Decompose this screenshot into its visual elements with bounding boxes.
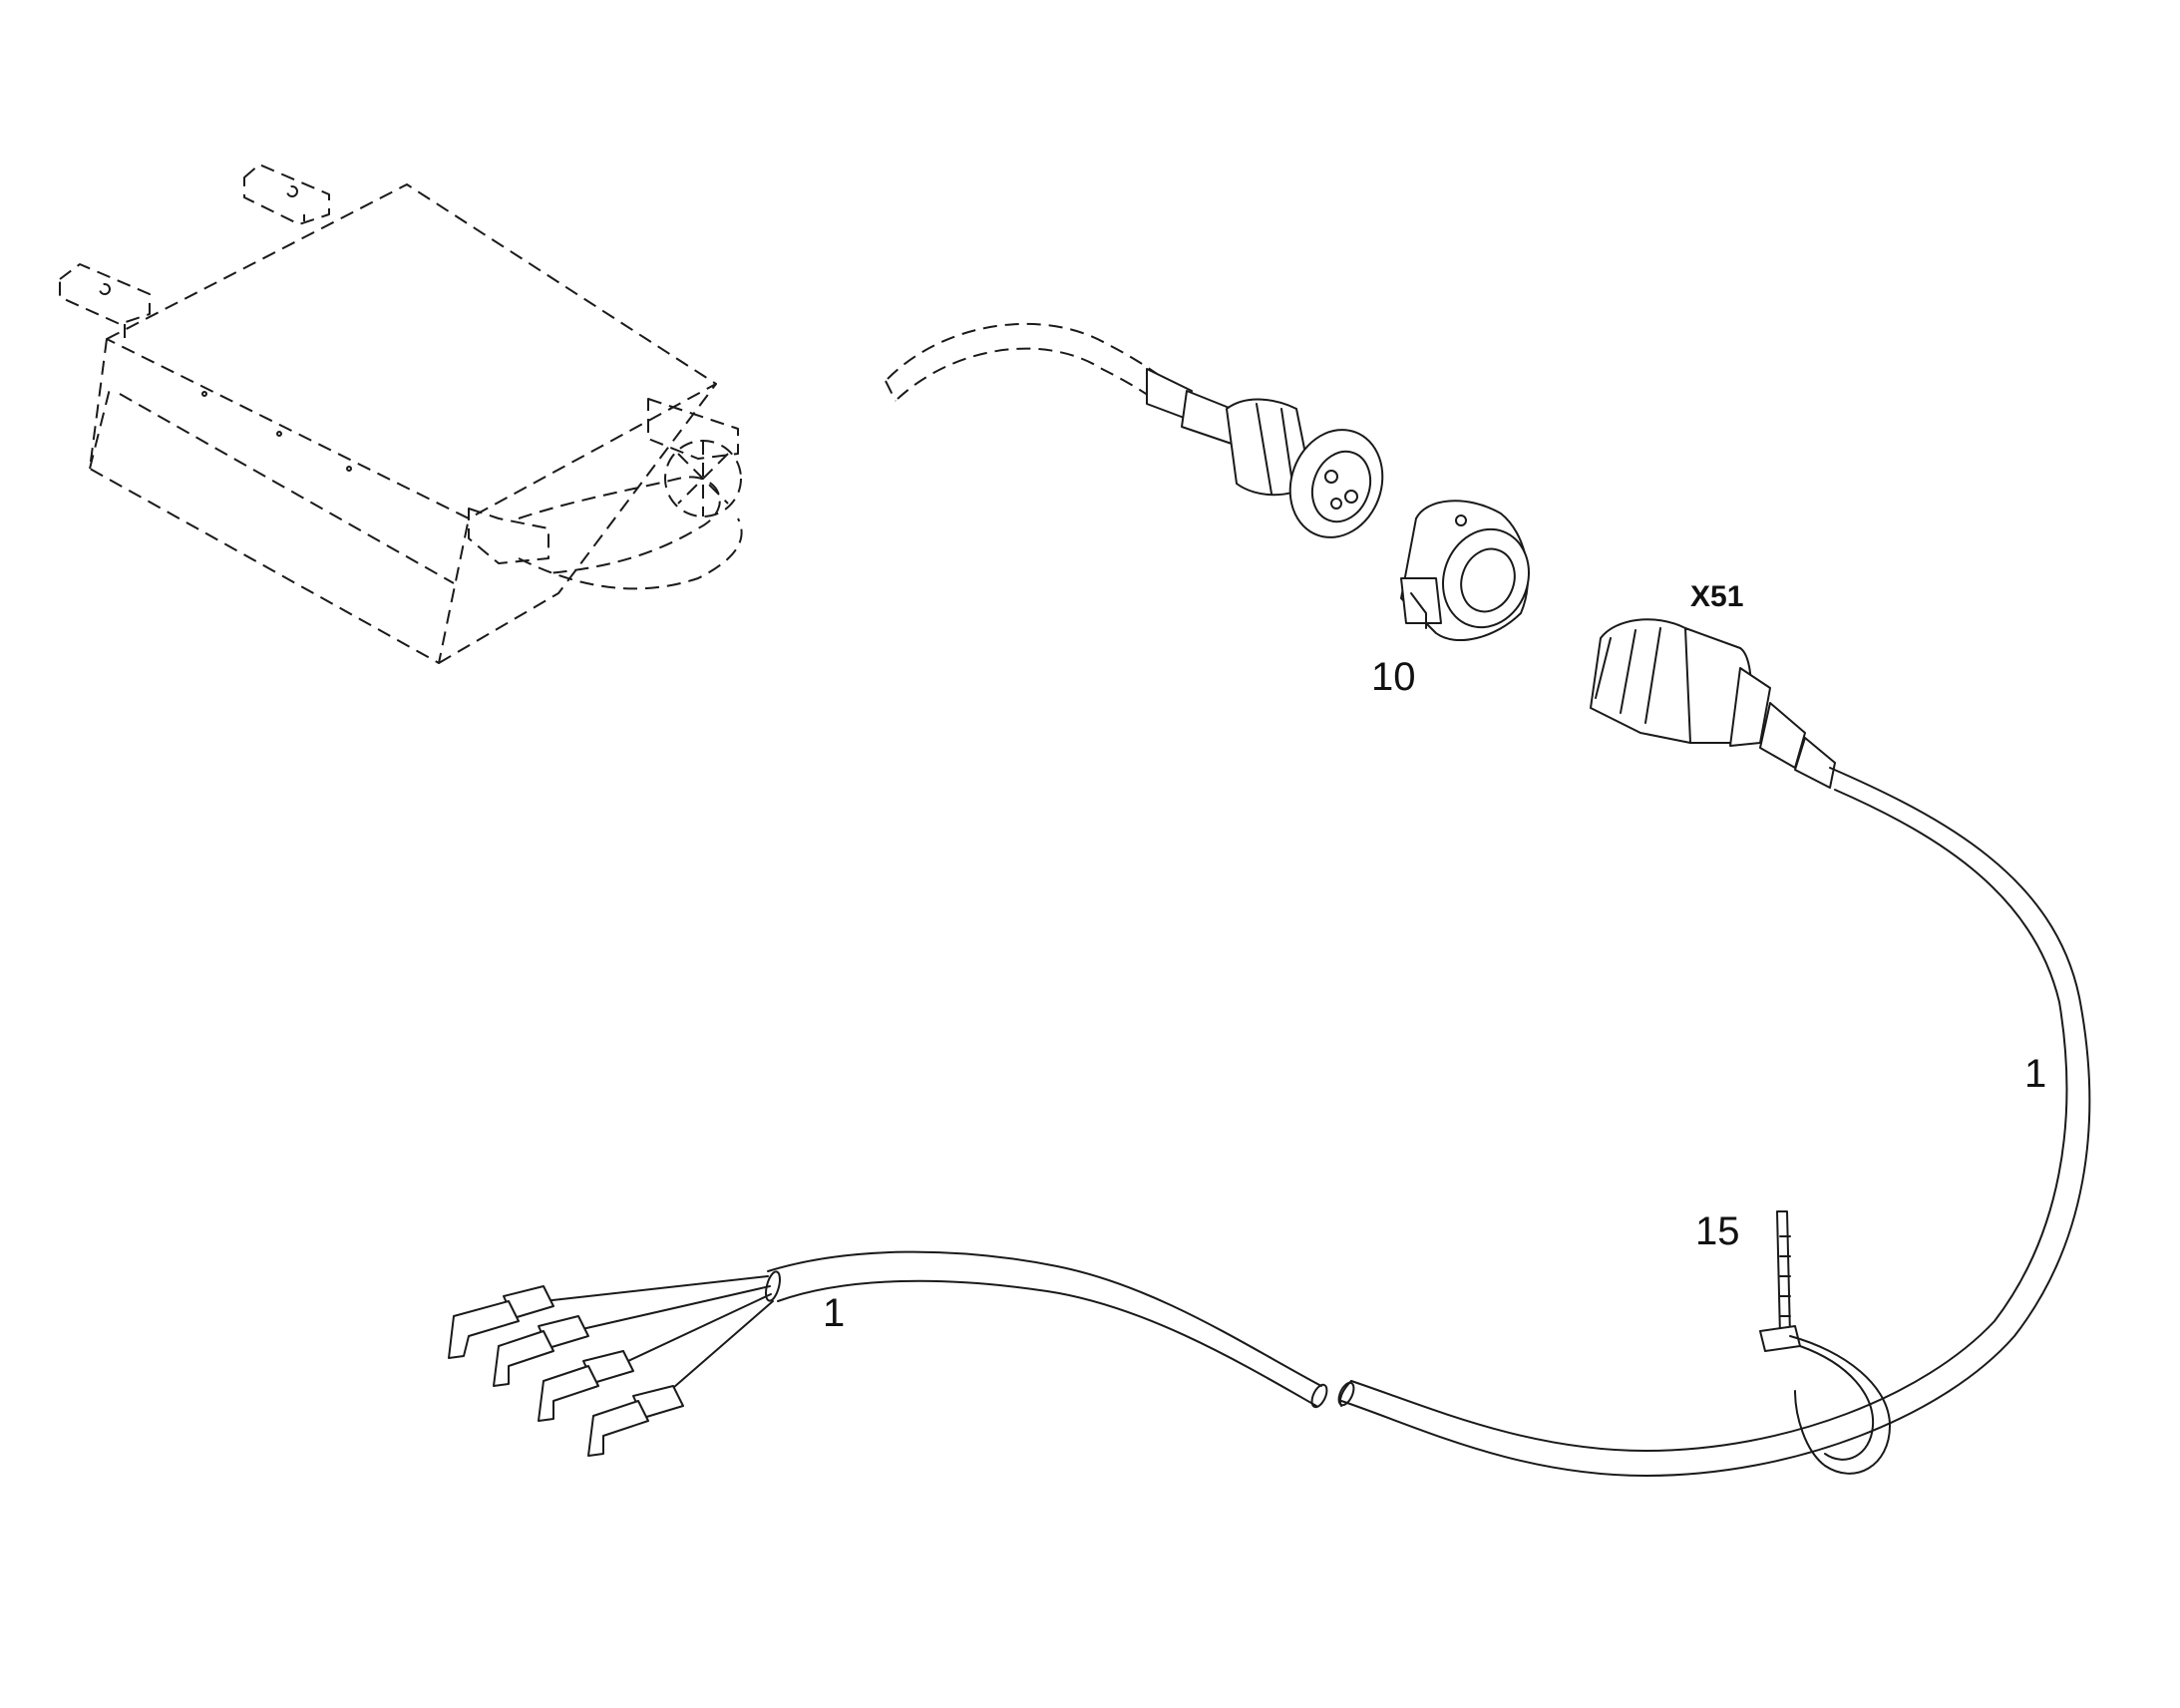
connector-x51 bbox=[1590, 618, 1836, 789]
connector-x51-label: X51 bbox=[1690, 580, 1743, 613]
cable-ref-label-left: 1 bbox=[823, 1291, 845, 1335]
cable-harness bbox=[765, 767, 2091, 1477]
control-box-phantom bbox=[59, 164, 743, 664]
tie-ref-label: 15 bbox=[1695, 1209, 1740, 1253]
retaining-ring bbox=[1400, 500, 1531, 641]
ring-ref-label: 10 bbox=[1371, 655, 1416, 699]
mating-plug-phantom bbox=[885, 322, 1173, 410]
mating-plug bbox=[1146, 368, 1384, 538]
cable-tie bbox=[1759, 1210, 1891, 1475]
cable-ref-label-right: 1 bbox=[2024, 1052, 2046, 1096]
wire-terminals bbox=[448, 1275, 774, 1457]
